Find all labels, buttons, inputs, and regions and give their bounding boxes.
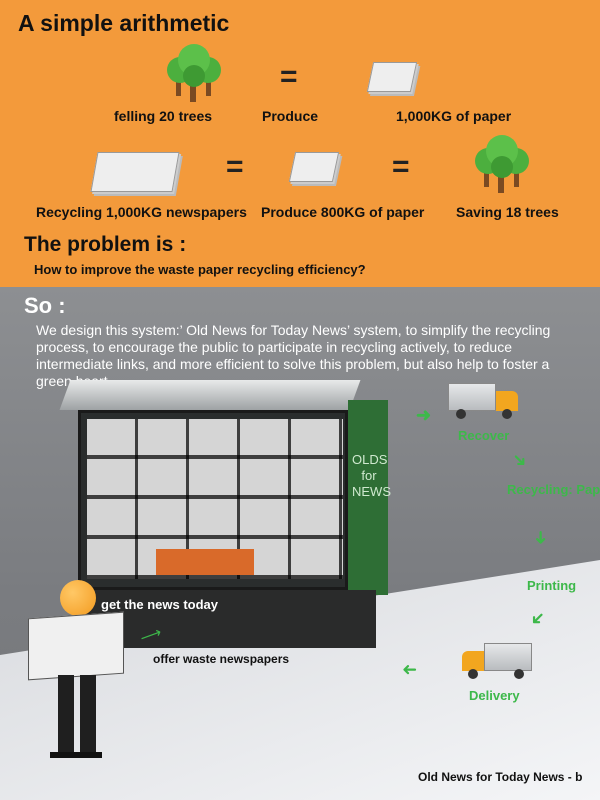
- page-title: A simple arithmetic: [18, 10, 230, 36]
- open-newspaper-icon: [28, 611, 124, 681]
- recover-label: Recover: [458, 428, 510, 443]
- arrow-left-icon: ➜: [402, 660, 418, 680]
- kiosk-side-label: OLDS for NEWS: [352, 452, 391, 499]
- get-news-label: get the news today: [101, 597, 219, 612]
- person-leg-left: [58, 675, 74, 755]
- kiosk-roof: [59, 380, 361, 410]
- tree-icon: [167, 44, 221, 102]
- newspaper-bundle-icon: [90, 152, 180, 192]
- paper-amount-label: 1,000KG of paper: [396, 108, 512, 124]
- arrow-right-icon: ➜: [416, 405, 432, 425]
- delivery-label: Delivery: [469, 688, 520, 703]
- produce-800-label: Produce 800KG of paper: [261, 204, 425, 220]
- problem-question: How to improve the waste paper recycling…: [34, 262, 366, 277]
- person-head-icon: [60, 580, 96, 616]
- paper-stack-icon-2: [288, 152, 340, 182]
- person-shoes: [50, 752, 102, 758]
- printing-label: Printing: [527, 578, 577, 593]
- recycle-slot[interactable]: [156, 549, 254, 575]
- kiosk-base: [84, 590, 376, 648]
- offer-waste-label: offer waste newspapers: [153, 652, 290, 666]
- footer-caption: Old News for Today News - b: [418, 770, 583, 784]
- paper-stack-icon: [366, 62, 418, 92]
- truck-icon: [448, 383, 522, 419]
- so-heading: So :: [24, 293, 66, 318]
- recycling-label: Recycling 1,000KG newspapers: [36, 204, 247, 220]
- arrow-down-icon: ➜: [531, 529, 552, 546]
- tree-icon-2: [475, 135, 529, 193]
- papermaking-label: Recycling: Papermaking: [507, 482, 600, 497]
- person-leg-right: [80, 675, 96, 755]
- equals-sign-2: =: [392, 150, 410, 183]
- delivery-truck-icon: [458, 643, 532, 679]
- problem-heading: The problem is :: [24, 233, 187, 256]
- kiosk-body: [78, 410, 348, 590]
- felling-trees-label: felling 20 trees: [114, 108, 213, 124]
- produce-label: Produce: [262, 108, 319, 124]
- kiosk-side-panel: [348, 400, 388, 595]
- saving-trees-label: Saving 18 trees: [456, 204, 559, 220]
- equals-sign-1: =: [226, 150, 244, 183]
- equals-sign: =: [280, 60, 298, 93]
